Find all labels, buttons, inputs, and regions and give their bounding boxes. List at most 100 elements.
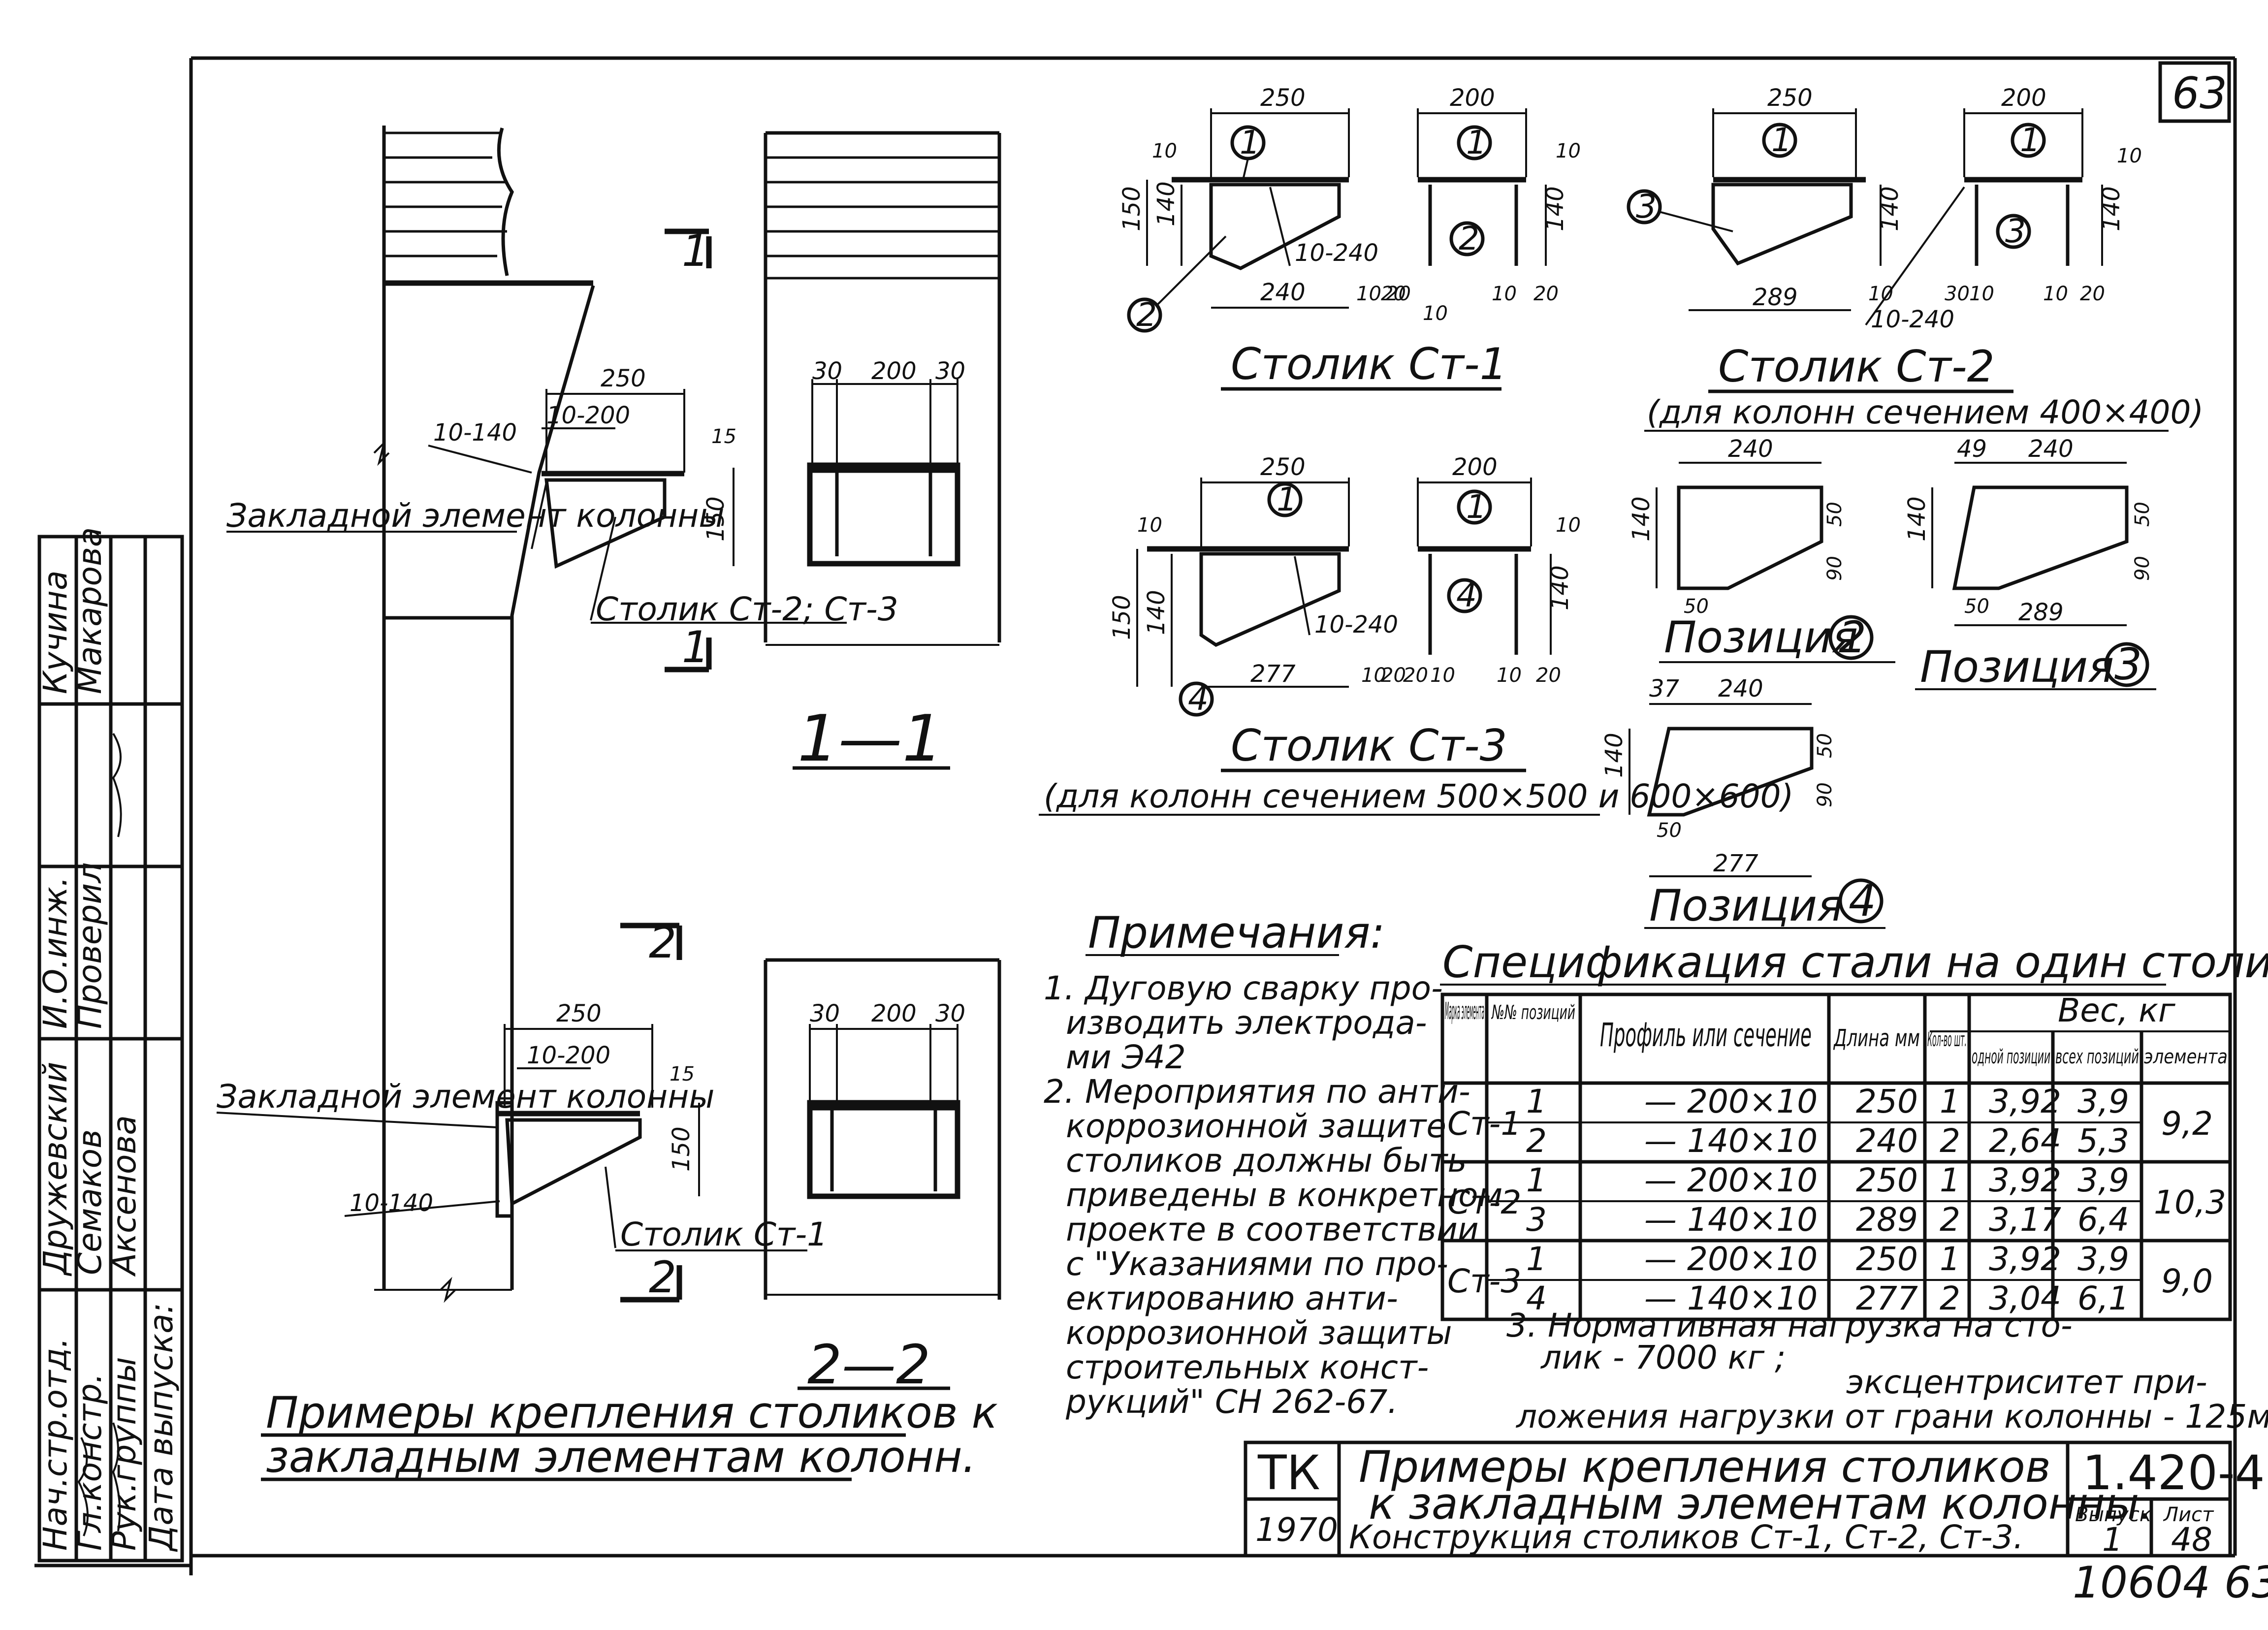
svg-text:1. Дуговую сварку про-: 1. Дуговую сварку про- (1044, 969, 1443, 1007)
note-3: 3. Нормативная нагрузка на сто- лик - 70… (1506, 1307, 2268, 1436)
spec-h-length: Длина мм (1833, 1024, 1920, 1052)
st1-dim-10: 10 (1152, 140, 1177, 162)
svg-text:10: 10 (1361, 664, 1386, 687)
svg-text:проекте в соответствии: проекте в соответствии (1066, 1211, 1479, 1248)
pos3-dim-50a: 50 (2131, 502, 2154, 527)
svg-text:1: 1 (1526, 1240, 1547, 1278)
svg-text:250: 250 (1856, 1161, 1918, 1199)
st3-dim-150: 150 (1108, 595, 1136, 640)
embed-label-v22: Закладной элемент колонны (217, 1078, 715, 1116)
st2-pos-1: 1 (1771, 121, 1792, 159)
position-2-drawing: 240 140 50 90 50 (1628, 435, 1846, 618)
svg-text:6,1: 6,1 (2077, 1279, 2129, 1317)
st1-dim-10b: 10 (1356, 283, 1381, 305)
stolik-st3-drawing: 250 150 140 10 277 10-240 1 4 10 20 200 … (1108, 453, 1581, 718)
st3-dim-200: 200 (1452, 453, 1498, 481)
signature-mark (112, 1422, 121, 1532)
column-elevation (373, 126, 684, 1303)
svg-text:2,64: 2,64 (1989, 1122, 2061, 1160)
st1-weld: 10-240 (1295, 239, 1378, 267)
st2-dim-30: 30 (1945, 283, 1970, 305)
section-mark-1-top: 1 (682, 225, 709, 276)
st3-dim-250: 250 (1260, 453, 1306, 481)
dim-10-200-v22: 10-200 (527, 1042, 610, 1069)
svg-text:3,9: 3,9 (2077, 1161, 2129, 1199)
svg-text:ми Э42: ми Э42 (1066, 1038, 1186, 1076)
dim-15-v11: 15 (711, 425, 736, 448)
table-row: Ст-3 1 — 200×10 250 1 3,92 3,9 9,0 (1447, 1240, 2213, 1300)
svg-text:— 140×10: — 140×10 (1644, 1279, 1818, 1317)
svg-text:4: 4 (1456, 576, 1477, 614)
sheet-number: 63 (2172, 68, 2227, 119)
svg-text:2: 2 (1940, 1122, 1960, 1160)
sec22-dim-200: 200 (871, 1000, 917, 1027)
st3-side-pos-1 (1457, 489, 1492, 525)
svg-text:эксцентриситет при-: эксцентриситет при- (1846, 1363, 2207, 1401)
svg-text:6,4: 6,4 (2077, 1201, 2129, 1239)
table-row: 2 — 140×10 240 2 2,64 5,3 (1526, 1122, 2129, 1160)
svg-text:— 140×10: — 140×10 (1644, 1201, 1818, 1239)
spec-table: Марка элемента №№ позиций Профиль или се… (1440, 991, 2232, 1321)
sheet-label: Лист (2163, 1503, 2214, 1526)
svg-text:10: 10 (1497, 664, 1522, 687)
notes-lines: 1. Дуговую сварку про- изводить электрод… (1044, 969, 1502, 1421)
position-3-title: Позиция (1920, 641, 2114, 692)
svg-text:2: 2 (1526, 1122, 1547, 1160)
svg-text:20: 20 (1536, 664, 1561, 687)
svg-text:3: 3 (1526, 1201, 1547, 1239)
st1-side-140: 140 (1541, 186, 1569, 231)
title-line-2: к закладным элементам колонны. (1369, 1478, 2153, 1529)
svg-text:20: 20 (1403, 664, 1428, 687)
st1-dim-20: 20 (1381, 283, 1406, 305)
pos4-dim-50a: 50 (1814, 733, 1836, 758)
pos4-dim-50b: 50 (1657, 819, 1682, 842)
position-4-circle (1838, 878, 1884, 924)
svg-text:3,92: 3,92 (1989, 1161, 2061, 1199)
svg-text:9,2: 9,2 (2161, 1105, 2213, 1143)
position-4-number: 4 (1849, 875, 1876, 926)
pos3-dim-49: 49 (1957, 435, 1987, 463)
svg-text:250: 250 (1856, 1083, 1918, 1120)
spec-h-qty: Кол-во шт. (1927, 1028, 1967, 1051)
tk-label: ТК (1257, 1445, 1320, 1501)
svg-text:Ст-2: Ст-2 (1447, 1183, 1521, 1221)
st3-weld: 10-240 (1314, 611, 1398, 639)
section-mark-2-top: 2 (649, 917, 676, 968)
spec-h-weight: Вес, кг (2058, 991, 2175, 1029)
svg-text:10: 10 (1492, 283, 1517, 305)
dim-10-140-v11: 10-140 (433, 419, 517, 447)
stolik-st3-subtitle: (для колонн сечением 500×500 и 600×600) (1044, 777, 1793, 815)
table-row: Ст-1 1 — 200×10 250 1 3,92 3,9 9,2 (1447, 1083, 2213, 1143)
stolik-st2-drawing: 250 1 3 140 289 10-240 10 200 1 3 140 10… (1627, 84, 2142, 333)
svg-text:2. Мероприятия по анти-: 2. Мероприятия по анти- (1044, 1073, 1470, 1111)
title-block: ТК 1970 Примеры крепления столиков к зак… (1244, 1440, 2265, 1559)
st1-side-pos-2 (1449, 221, 1485, 256)
dim-150-v11: 150 (702, 496, 730, 542)
stolik-st1-title: Столик Ст-1 (1231, 339, 1507, 389)
svg-text:столиков должны быть: столиков должны быть (1066, 1142, 1467, 1180)
svg-text:10: 10 (1430, 664, 1455, 687)
st2-side-pos-3 (1996, 214, 2031, 249)
svg-text:1: 1 (1466, 488, 1487, 526)
spec-h-profile: Профиль или сечение (1600, 1016, 1812, 1054)
section-mark-1: 1 1 (665, 225, 712, 672)
st3-pos-4: 4 (1188, 680, 1209, 718)
svg-text:4: 4 (1526, 1279, 1547, 1317)
series-code: 1.420-4 (2082, 1445, 2265, 1501)
role-head-dept: Нач.стр.отд. (36, 1338, 74, 1551)
svg-text:10: 10 (2043, 283, 2068, 305)
table-row: 3 — 140×10 289 2 3,17 6,4 (1526, 1201, 2129, 1239)
svg-text:— 140×10: — 140×10 (1644, 1122, 1818, 1160)
svg-text:3,9: 3,9 (2077, 1083, 2129, 1120)
spec-h-w-all: всех позиций (2055, 1046, 2139, 1068)
svg-text:2: 2 (1459, 220, 1479, 257)
sec11-dim-200: 200 (871, 357, 917, 385)
st1-pos-2: 2 (1136, 296, 1157, 334)
svg-text:Ст-1: Ст-1 (1447, 1105, 1521, 1143)
svg-text:10: 10 (1969, 283, 1994, 305)
dim-10-140-v22: 10-140 (350, 1189, 433, 1217)
position-4-title: Позиция (1649, 880, 1843, 931)
st2-side-pos-1 (2011, 123, 2046, 158)
position-3-drawing: 49 240 140 50 90 50 289 (1903, 435, 2154, 626)
pos3-dim-240: 240 (2028, 435, 2074, 463)
